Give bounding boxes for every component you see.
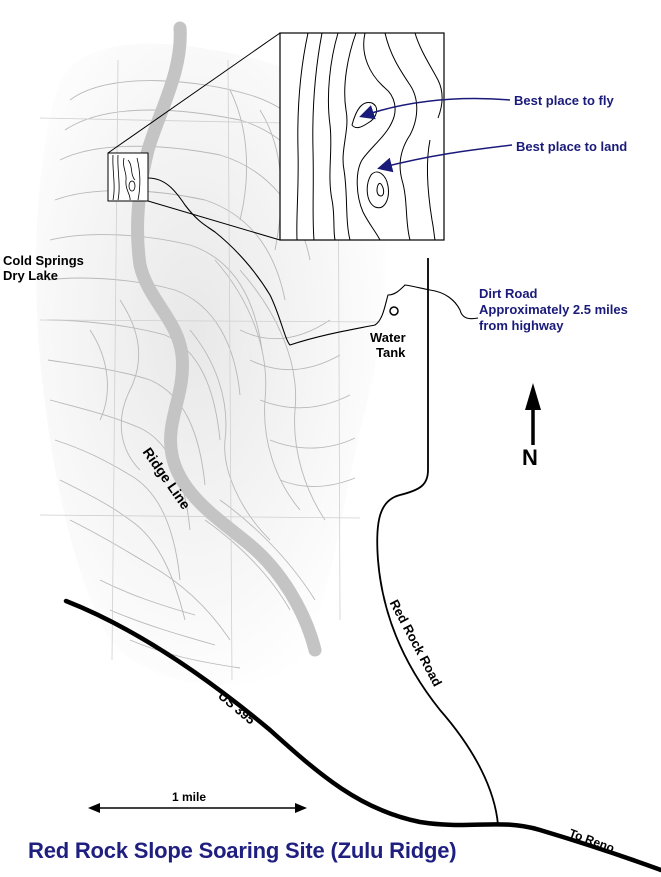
north-label: N bbox=[522, 445, 538, 470]
inset-source-box bbox=[107, 32, 281, 241]
ridge-line bbox=[131, 21, 322, 657]
water-tank-marker bbox=[389, 306, 399, 316]
dirt-road bbox=[147, 177, 479, 346]
inset-enlarged bbox=[279, 32, 513, 241]
cold-springs-label: Cold Springs Dry Lake bbox=[3, 253, 84, 283]
scale-bar bbox=[88, 803, 307, 813]
us-395-highway bbox=[63, 598, 661, 873]
north-arrow bbox=[525, 383, 541, 445]
water-tank-label: Water Tank bbox=[370, 330, 406, 360]
best-fly-label: Best place to fly bbox=[514, 93, 614, 108]
dirt-road-label: Dirt Road Approximately 2.5 miles from h… bbox=[479, 286, 628, 333]
page-title: Red Rock Slope Soaring Site (Zulu Ridge) bbox=[28, 838, 457, 863]
best-land-label: Best place to land bbox=[516, 139, 628, 154]
scale-label: 1 mile bbox=[172, 790, 207, 804]
red-rock-road bbox=[376, 258, 499, 826]
